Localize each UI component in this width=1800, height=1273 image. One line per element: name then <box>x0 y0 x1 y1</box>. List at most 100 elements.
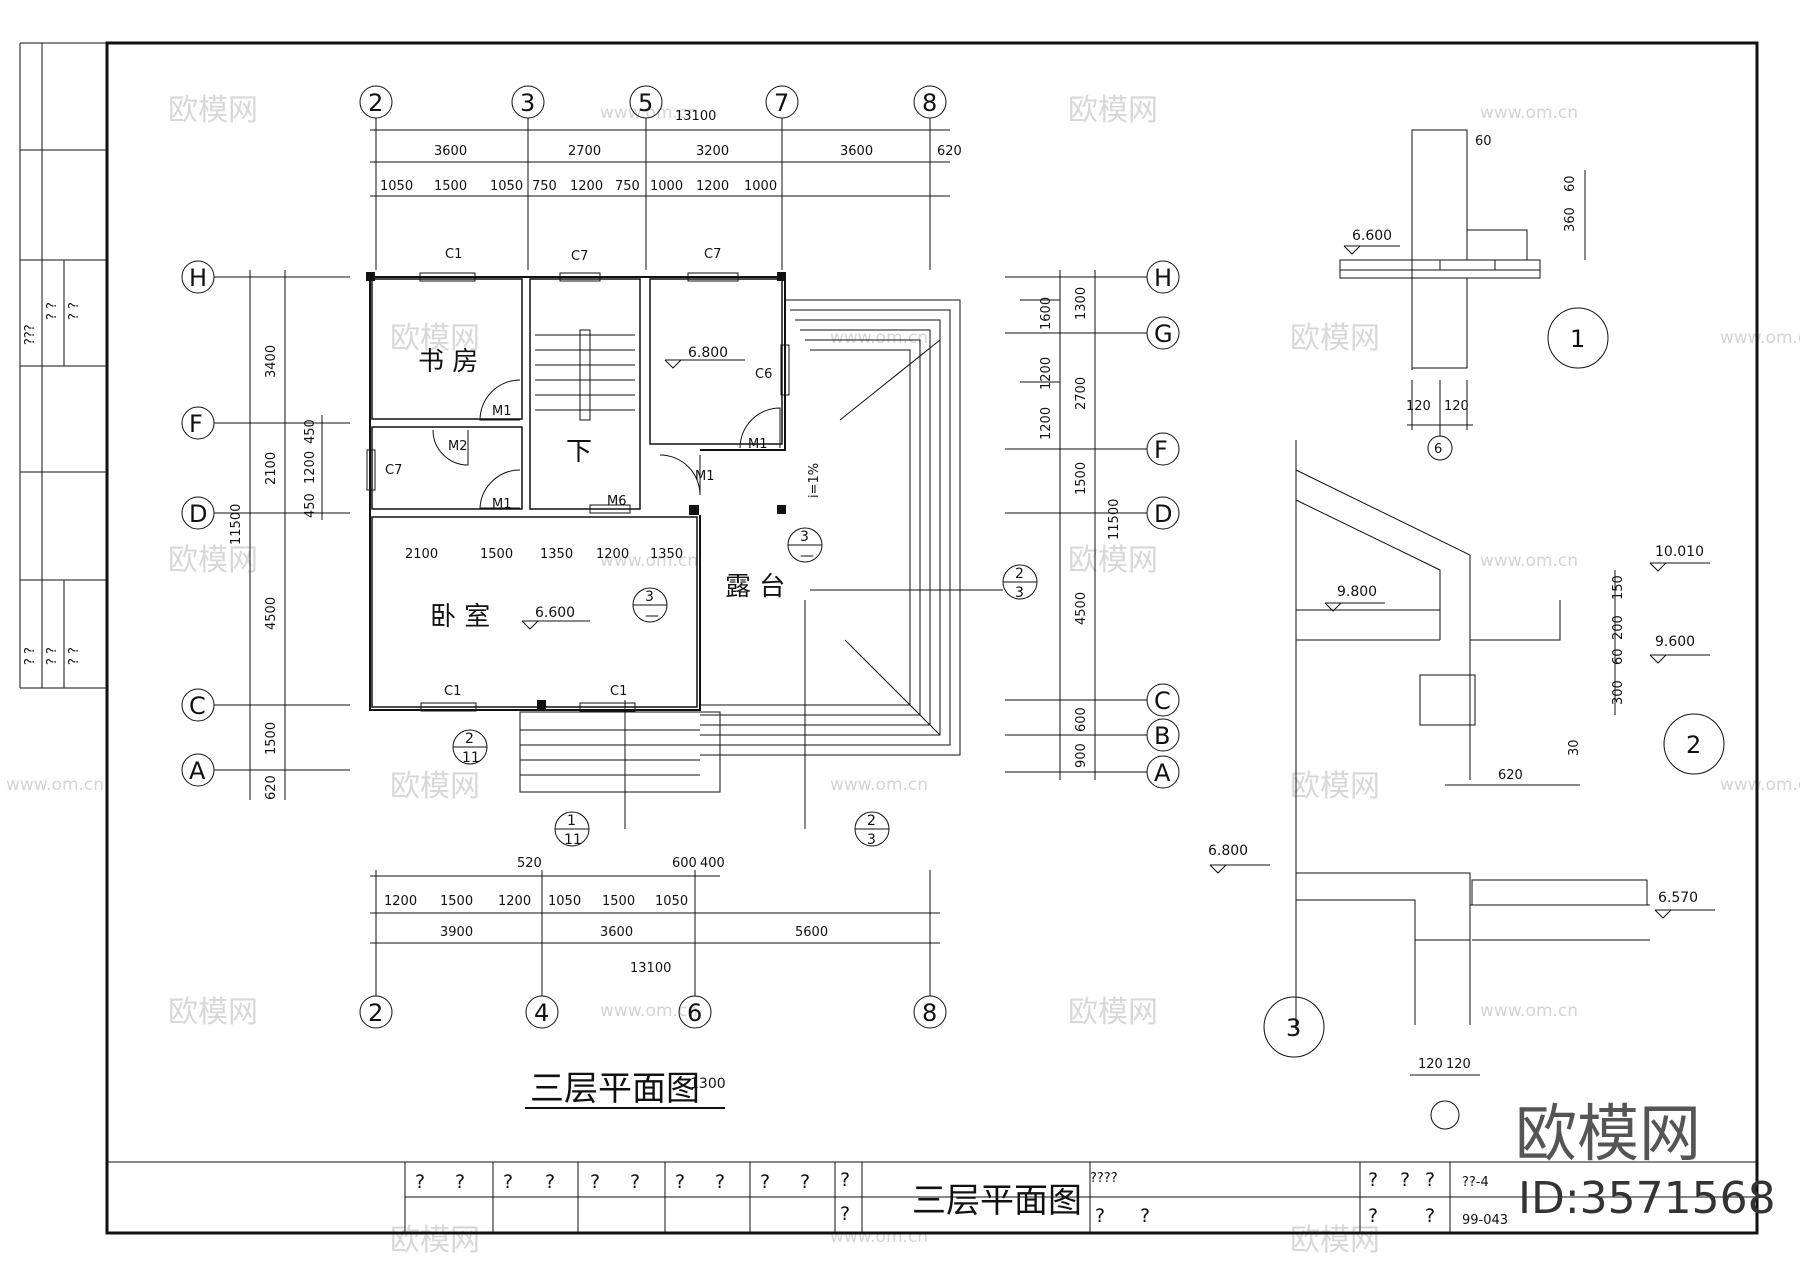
grid-label-bottom: 2 <box>368 999 383 1027</box>
dim-top: 2700 <box>568 144 601 159</box>
dim-top: 1500 <box>434 179 467 194</box>
detail-number: 2 <box>1686 731 1701 759</box>
detail-2-text: 10.010 9.800 9.600 2 150 200 60 300 620 … <box>1337 544 1704 783</box>
grid-label-left: F <box>189 410 203 438</box>
dim-top: 1050 <box>490 179 523 194</box>
dim-left: 2100 <box>264 452 279 485</box>
bedroom-dim: 2100 <box>405 547 438 562</box>
left-strip-label: ? ? <box>45 302 60 320</box>
detail-elevation: 6.570 <box>1658 890 1698 906</box>
section-mark-number: 3 <box>800 529 809 545</box>
detail-dim: 150 <box>1611 575 1626 600</box>
detail-dim: 360 <box>1563 207 1578 232</box>
wall-columns <box>366 272 786 709</box>
title-block-cell: ? <box>1368 1205 1378 1227</box>
detail-dim: 120 <box>1418 1057 1443 1072</box>
left-strip-label: ? ? <box>23 647 38 665</box>
bedroom-dim: 1350 <box>650 547 683 562</box>
watermark: 欧模网 <box>390 321 480 356</box>
opening-label: M6 <box>607 494 627 509</box>
stair <box>535 329 635 421</box>
grid-label-right: H <box>1154 264 1172 292</box>
sheet-frame <box>19 41 1759 1235</box>
title-block-cell: ? <box>1140 1205 1150 1227</box>
grid-label-left: A <box>189 757 206 785</box>
watermark: 欧模网 <box>168 543 258 578</box>
section-mark-number: 2 <box>1015 566 1024 582</box>
title-block-cell: ? <box>840 1203 850 1225</box>
room-label-terrace: 露 台 <box>725 572 785 602</box>
title-block-text: ? ? ? ? ? ? ? ? ? ? ? ? 三层平面图 ???? ? ? ?… <box>415 1169 1508 1228</box>
section-mark-sheet: — <box>800 548 814 564</box>
title-block-code: 99-043 <box>1462 1213 1508 1228</box>
dim-right: 600 <box>1074 707 1089 732</box>
title-block-cell: ? <box>590 1171 600 1193</box>
detail-dim: 60 <box>1475 134 1492 149</box>
left-strip-label: ? ? <box>67 302 82 320</box>
title-block-project: ???? <box>1090 1171 1118 1186</box>
detail-elevation: 9.800 <box>1337 584 1377 600</box>
title-block-cell: ? <box>630 1171 640 1193</box>
grid-axes <box>181 85 1180 1029</box>
dim-top: 3600 <box>840 144 873 159</box>
grid-label-left: C <box>189 692 206 720</box>
brand-id: ID:3571568 <box>1518 1173 1776 1224</box>
dim-top: 1000 <box>650 179 683 194</box>
title-block-cell: ? <box>415 1171 425 1193</box>
dim-bottom: 1050 <box>548 894 581 909</box>
dim-bottom-total: 13100 <box>630 961 671 976</box>
dim-right: 900 <box>1074 743 1089 768</box>
dim-right: 4500 <box>1074 592 1089 625</box>
dim-bottom: 1500 <box>602 894 635 909</box>
detail-number: 3 <box>1286 1014 1301 1042</box>
watermark-layer: 欧模网 欧模网 欧模网 欧模网 欧模网 欧模网 欧模网 欧模网 欧模网 欧模网 … <box>6 93 1800 1258</box>
watermark: 欧模网 <box>168 93 258 128</box>
title-block-cell: ? <box>1425 1169 1435 1191</box>
grid-label-top: 5 <box>638 89 653 117</box>
dim-right-outer: 1200 <box>1039 407 1054 440</box>
detail-axis: 6 <box>1434 442 1442 457</box>
dim-left-inner: 450 <box>303 493 318 518</box>
dim-bottom: 1200 <box>498 894 531 909</box>
left-strip-label: ??? <box>23 324 38 345</box>
detail-dim: 30 <box>1567 739 1582 756</box>
plan-labels: 书 房 卧 室 露 台 下 6.800 6.600 C1 C7 C7 C1 C1… <box>385 247 1024 848</box>
dimension-text: 13100 3600 2700 3200 3600 620 1050 1500 … <box>229 109 1122 976</box>
watermark: 欧模网 <box>1290 769 1380 804</box>
title-block-lines <box>107 1161 1757 1233</box>
detail-dim: 60 <box>1611 648 1626 665</box>
dim-bottom-small: 400 <box>700 856 725 871</box>
dim-left: 3400 <box>264 345 279 378</box>
floor-plan-walls <box>369 276 786 711</box>
elevation-markers <box>521 359 745 630</box>
opening-label: M1 <box>695 469 715 484</box>
dim-right-outer: 1200 <box>1039 357 1054 390</box>
grid-label-top: 7 <box>774 89 789 117</box>
slope-label: i=1% <box>807 463 822 498</box>
doors <box>432 379 781 509</box>
title-block-cell: ? <box>715 1171 725 1193</box>
detail-1-text: 6.600 1 6 60 60 360 120 120 <box>1352 134 1585 457</box>
bedroom-dim: 1500 <box>480 547 513 562</box>
dim-top: 1000 <box>744 179 777 194</box>
windows <box>366 272 790 712</box>
dim-left-inner: 450 <box>303 419 318 444</box>
grid-label-top: 2 <box>368 89 383 117</box>
grid-label-left: D <box>189 500 207 528</box>
watermark: 欧模网 <box>1290 1223 1380 1258</box>
bedroom-dim: 1350 <box>540 547 573 562</box>
dim-bottom: 1500 <box>440 894 473 909</box>
detail-dim: 120 <box>1446 1057 1471 1072</box>
dim-bottom: 5600 <box>795 925 828 940</box>
section-mark-sheet: 11 <box>564 832 582 848</box>
grid-label-right: C <box>1154 687 1171 715</box>
section-mark-number: 1 <box>567 813 576 829</box>
opening-label: C6 <box>755 367 772 382</box>
dim-top: 1200 <box>696 179 729 194</box>
brand-name: 欧模网 <box>1515 1097 1701 1170</box>
detail-2 <box>1295 440 1725 1030</box>
dim-right: 1300 <box>1074 287 1089 320</box>
detail-3-text: 6.800 6.570 3 120 120 <box>1208 843 1698 1072</box>
dim-top: 750 <box>615 179 640 194</box>
